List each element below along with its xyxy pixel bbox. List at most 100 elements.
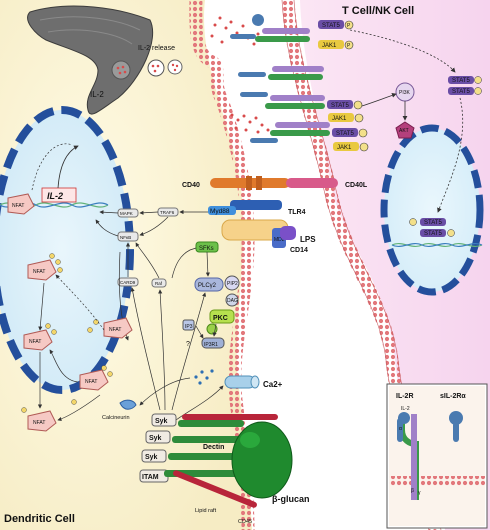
dc-membrane (189, 0, 255, 530)
lps-label: LPS (300, 235, 316, 244)
calcium-label: Ca2+ (263, 380, 283, 389)
itam-label: ITAM (142, 474, 159, 481)
cd40l-label: CD40L (345, 182, 368, 189)
il2-release-label: IL-2 release (138, 45, 175, 52)
pkc-label: PKC (213, 315, 228, 322)
nfat-label-6: NFAT (33, 420, 45, 426)
ip3-node: IP3 (182, 319, 195, 331)
nfat-node-4: NFAT (79, 369, 109, 391)
inset-membrane (389, 476, 485, 486)
nfat-node-2: NFAT (27, 259, 57, 281)
plcy2-label: PLCγ2 (198, 283, 217, 289)
nfat-node-6: NFAT (27, 410, 57, 432)
lipid-raft-label: Lipid raft (195, 508, 217, 514)
sfks-label: SFKs (199, 246, 214, 252)
stat5-box-2 (327, 100, 353, 109)
stat5-label-7: STAT5 (424, 231, 442, 237)
calcineurin-node (119, 399, 137, 410)
mapk-label: MAPK (120, 211, 133, 216)
t-cell-title: T Cell/NK Cell (342, 5, 414, 17)
inset-sil2ra-label: sIL-2Rα (440, 393, 466, 400)
stat5-label-1: STAT5 (322, 23, 340, 29)
syk-3: Syk (141, 449, 167, 463)
nfkb-label: NFκB (120, 235, 131, 240)
il2-release-vesicles (167, 59, 183, 75)
nfat-label-3: NFAT (29, 339, 41, 345)
il2-released-dots (210, 16, 270, 134)
myd88-label: Myd88 (210, 208, 230, 215)
ip3r1-node: IP3R1 (201, 337, 225, 349)
lps-shape (280, 226, 296, 240)
ip3r1-label: IP3R1 (204, 342, 218, 348)
inset-il2r-label: IL-2R (396, 393, 414, 400)
itam-box: ITAM (139, 469, 169, 483)
nfat-phospho-dots (21, 253, 113, 413)
dag-node: DAG (225, 293, 239, 307)
il2r-inset: IL-2R sIL-2Rα IL-2 α β γ (386, 383, 488, 529)
traf6-node: TRAF6 (157, 207, 179, 217)
phospho-label-2: P (347, 43, 351, 49)
cd14-label: CD14 (290, 247, 308, 254)
tlr4-complex: Myd88 MD2 (208, 200, 296, 248)
il2-gene-label: IL-2 (47, 191, 63, 201)
il2-golgi-label: IL-2 (90, 90, 104, 99)
dc-nuclear-envelope (0, 106, 134, 394)
nfat-label-2: NFAT (33, 269, 45, 275)
jak1-label-3: JAK1 (337, 145, 352, 151)
syk-label-1: Syk (155, 418, 168, 425)
syk-label-2: Syk (149, 435, 162, 442)
pi3k-node: PI3K (395, 82, 415, 102)
stat5-label-4: STAT5 (452, 78, 470, 84)
stat5-box-1 (318, 20, 344, 29)
beta-glucan (231, 421, 293, 499)
raf-label: Raf (155, 281, 163, 286)
jak1-box-2 (328, 113, 354, 122)
cd40l-bar (286, 178, 338, 188)
t-cell-nuclear-envelope (380, 124, 484, 296)
il2-vesicle-golgi (111, 59, 165, 80)
inset-gamma-label: γ (418, 490, 421, 496)
stat5-jak1-group-1: STAT5 P JAK1 P (318, 20, 354, 50)
golgi-apparatus (27, 5, 154, 115)
stat5-label-6: STAT5 (424, 220, 442, 226)
akt-label: AKT (399, 128, 409, 134)
il2-gene-box: IL-2 (41, 187, 77, 203)
nfat-node-3: NFAT (23, 329, 53, 351)
stat5-jak1-group-2: STAT5 JAK1 STAT5 JAK1 (327, 100, 369, 152)
il2r-complex-4 (238, 66, 324, 80)
il2r-complex-2 (240, 92, 325, 109)
jak1-box-1 (318, 40, 344, 49)
inset-beta-label: β (411, 488, 414, 494)
plcy2-node: PLCγ2 (194, 277, 224, 292)
stat5-box-3 (332, 128, 358, 137)
stat5-label-5: STAT5 (452, 89, 470, 95)
syk-1: Syk (151, 413, 177, 427)
stat5-dimer-cytoplasm: STAT5 STAT5 (448, 76, 482, 95)
card9-node: CARD9 (117, 277, 139, 287)
syk-2: Syk (145, 430, 171, 444)
mapk-node: MAPK (117, 208, 139, 218)
stat5-dimer-nucleus: STAT5 STAT5 (409, 218, 455, 237)
inset-background (389, 386, 485, 526)
nfat-label-5: NFAT (109, 327, 121, 333)
sfks-node: SFKs (195, 241, 219, 253)
jak1-box-3 (333, 142, 359, 151)
phospho-label-1: P (347, 23, 351, 29)
cd45-label: CD45 (238, 519, 252, 525)
sil2ra-shape (449, 411, 463, 425)
pi3k-label: PI3K (399, 90, 411, 96)
card9-label: CARD9 (120, 280, 136, 285)
question-mark: ? (186, 341, 190, 348)
calcium-ions (194, 369, 214, 385)
cd40-cd40l (210, 176, 338, 190)
t-cell-nucleus (384, 128, 480, 292)
traf6-label: TRAF6 (160, 210, 175, 215)
calcineurin-label: Calcineurin (102, 415, 130, 421)
inset-il2-label: IL-2 (401, 406, 410, 412)
beta-glucan-label: β-glucan (272, 494, 310, 504)
myd88-box (208, 206, 236, 215)
raf-node: Raf (151, 278, 167, 288)
nfat-node-1: NFAT (7, 193, 35, 215)
